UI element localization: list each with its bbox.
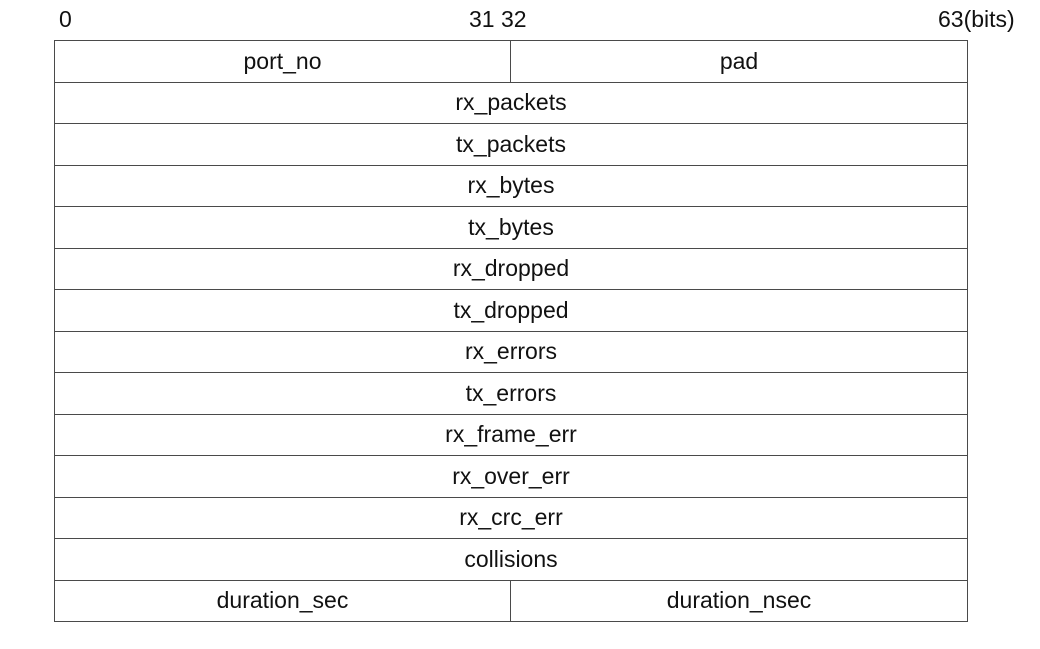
- field-duration-nsec: duration_nsec: [666, 587, 812, 614]
- field-row-rx-errors: rx_errors: [55, 332, 967, 373]
- field-row-rx-frame-err: rx_frame_err: [55, 415, 967, 456]
- field-pad: pad: [719, 47, 759, 74]
- field-rx-errors: rx_errors: [464, 338, 557, 365]
- field-tx-packets: tx_packets: [456, 130, 566, 157]
- field-row-rx-packets: rx_packets: [55, 83, 967, 124]
- field-duration-sec: duration_sec: [55, 580, 511, 621]
- field-rx-over-err: rx_over_err: [452, 462, 570, 489]
- field-row-tx-bytes: tx_bytes: [55, 207, 967, 249]
- field-row-tx-dropped: tx_dropped: [55, 290, 967, 332]
- field-rx-bytes: rx_bytes: [467, 172, 555, 199]
- bit-label-end: 63(bits): [938, 6, 1015, 32]
- field-row-duration: duration_sec duration_nsec: [55, 580, 967, 622]
- field-port-no: port_no: [55, 41, 511, 82]
- field-rx-frame-err: rx_frame_err: [445, 421, 577, 448]
- bit-label-middle: 31 32: [469, 6, 527, 32]
- field-row-port-no-pad: port_no pad: [55, 41, 967, 83]
- bit-label-start: 0: [59, 6, 72, 32]
- field-collisions: collisions: [464, 545, 558, 572]
- port-stats-structure-table: port_no pad rx_packets tx_packets rx_byt…: [54, 40, 968, 622]
- field-row-tx-packets: tx_packets: [55, 124, 967, 166]
- field-row-collisions: collisions: [55, 539, 967, 581]
- field-row-rx-bytes: rx_bytes: [55, 166, 967, 207]
- field-tx-dropped: tx_dropped: [453, 296, 569, 323]
- field-rx-crc-err: rx_crc_err: [459, 504, 563, 531]
- field-row-rx-dropped: rx_dropped: [55, 249, 967, 290]
- field-tx-errors: tx_errors: [465, 379, 557, 406]
- field-row-rx-crc-err: rx_crc_err: [55, 498, 967, 539]
- field-rx-packets: rx_packets: [455, 89, 567, 116]
- field-row-rx-over-err: rx_over_err: [55, 456, 967, 498]
- field-tx-bytes: tx_bytes: [468, 213, 554, 240]
- field-row-tx-errors: tx_errors: [55, 373, 967, 415]
- field-rx-dropped: rx_dropped: [452, 255, 570, 282]
